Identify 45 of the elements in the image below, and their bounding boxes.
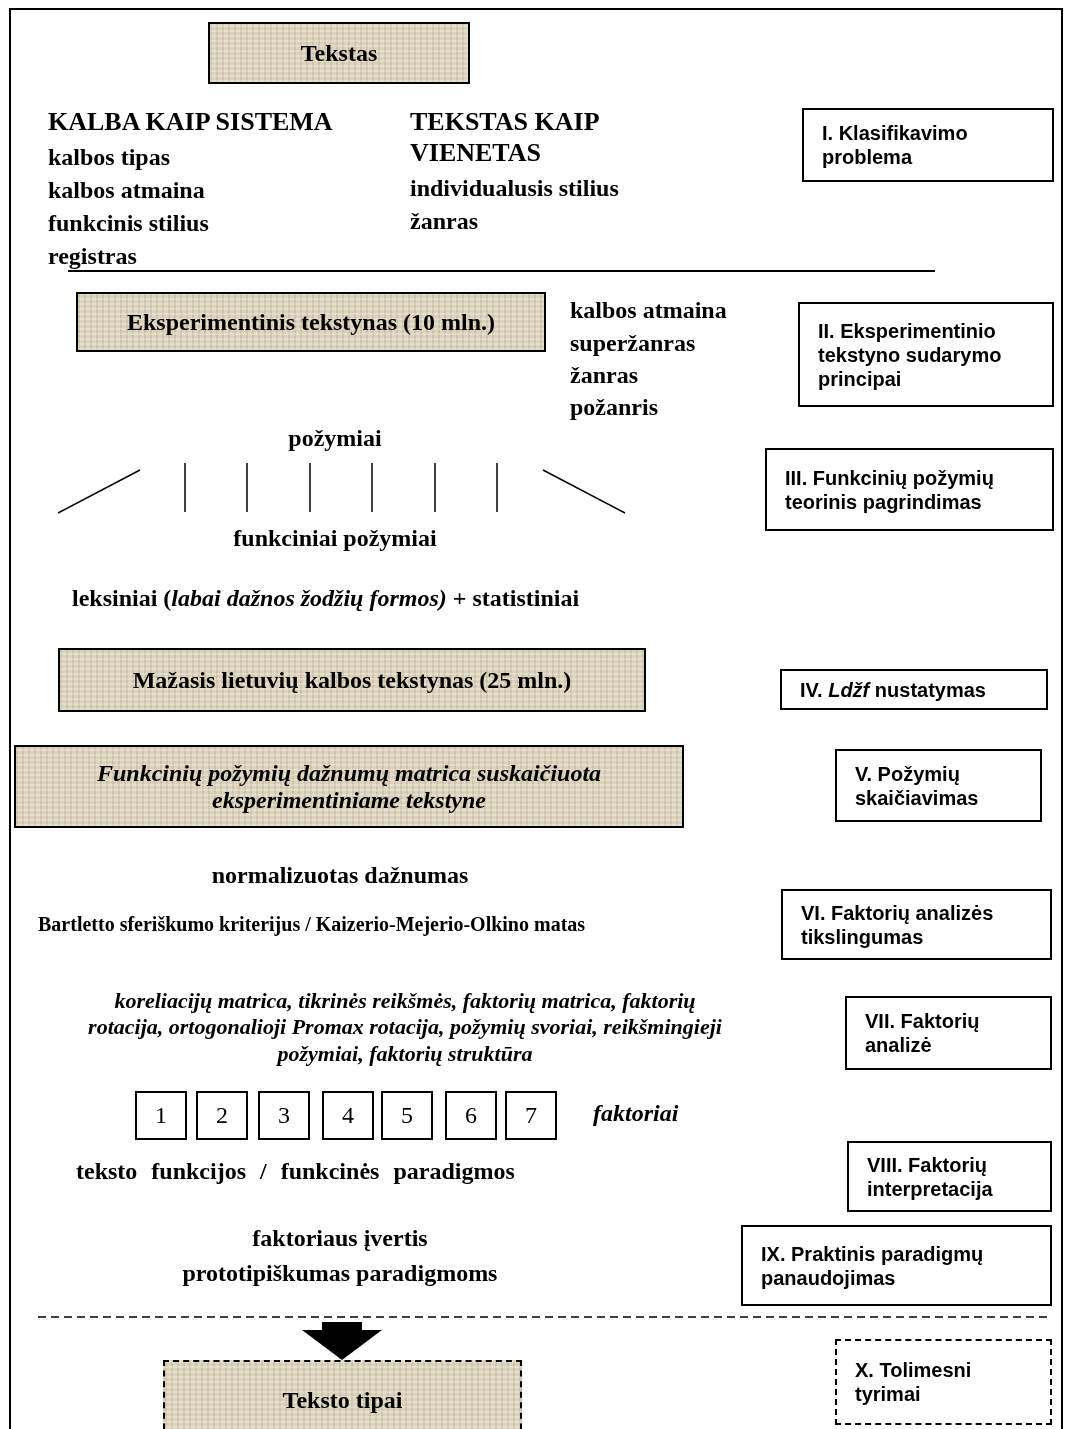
note-text: faktoriaus įvertis xyxy=(251,1224,429,1253)
stage-box: IX. Praktinis paradigmų panaudojimas xyxy=(741,1225,1052,1306)
corpus-box: Eksperimentinis tekstynas (10 mln.) xyxy=(76,292,546,352)
list-item: kalbos tipas xyxy=(48,143,172,172)
note-text: požymiai xyxy=(287,424,383,453)
stage-box: III. Funkcinių požymių teorinis pagrindimas xyxy=(765,448,1054,531)
factor-box: 2 xyxy=(196,1091,248,1140)
heading-text: TEKSTAS KAIP VIENETAS xyxy=(410,106,600,169)
note-text: Bartletto sferiškumo kriterijus / Kaizerio-Mejerio-Olkino matas xyxy=(38,912,587,936)
factor-box: 1 xyxy=(135,1091,187,1140)
note-text: teksto funkcijos / funkcinės paradigmos xyxy=(76,1157,516,1186)
list-item: individualusis stilius xyxy=(410,174,620,203)
note-text: leksiniai (labai dažnos žodžių formos) + statistiniai xyxy=(72,584,581,613)
stage-box: II. Eksperimentinio tekstyno sudarymo principai xyxy=(798,302,1054,407)
list-item: žanras xyxy=(570,361,639,390)
stage-box: V. Požymių skaičiavimas xyxy=(835,749,1042,822)
stage-box: VI. Faktorių analizės tikslingumas xyxy=(781,889,1052,960)
factor-box: 7 xyxy=(505,1091,557,1140)
list-item: kalbos atmaina xyxy=(570,296,728,325)
stage-box: X. Tolimesni tyrimai xyxy=(835,1339,1052,1425)
list-item: požanris xyxy=(570,393,659,422)
matrix-box: Funkcinių požymių dažnumų matrica suskaičiuota eksperimentiniame tekstyne xyxy=(14,745,684,828)
stage-box: VIII. Faktorių interpretacija xyxy=(847,1141,1052,1212)
arrow xyxy=(302,1322,382,1360)
note-text: normalizuotas dažnumas xyxy=(210,861,470,890)
stage-box: I. Klasifikavimo problema xyxy=(802,108,1054,182)
factor-box: 5 xyxy=(381,1091,433,1140)
list-item: registras xyxy=(48,242,138,271)
corpus-box: Mažasis lietuvių kalbos tekstynas (25 mln.) xyxy=(58,648,646,712)
factor-box: 3 xyxy=(258,1091,310,1140)
note-text: prototipiškumas paradigmoms xyxy=(181,1259,499,1288)
note-text: funkciniai požymiai xyxy=(232,524,438,553)
result-box: Teksto tipai xyxy=(163,1360,522,1429)
factor-box: 4 xyxy=(322,1091,374,1140)
list-item: superžanras xyxy=(570,329,697,358)
stage-box: IV. Ldžf nustatymas xyxy=(780,669,1048,710)
note-text: koreliacijų matrica, tikrinės reikšmės, faktorių matrica, faktorių rotacija, ortogonalioji Promax rotacija, požymių svoriai, reikšmingieji požymiai, faktorių struktūra xyxy=(87,988,723,1068)
list-item: funkcinis stilius xyxy=(48,209,210,238)
note-text: faktoriai xyxy=(593,1099,680,1128)
list-item: žanras xyxy=(410,207,479,236)
title-box: Tekstas xyxy=(208,22,470,84)
factor-box: 6 xyxy=(445,1091,497,1140)
list-item: kalbos atmaina xyxy=(48,176,206,205)
heading-text: KALBA KAIP SISTEMA xyxy=(48,106,334,138)
stage-box: VII. Faktorių analizė xyxy=(845,996,1052,1070)
